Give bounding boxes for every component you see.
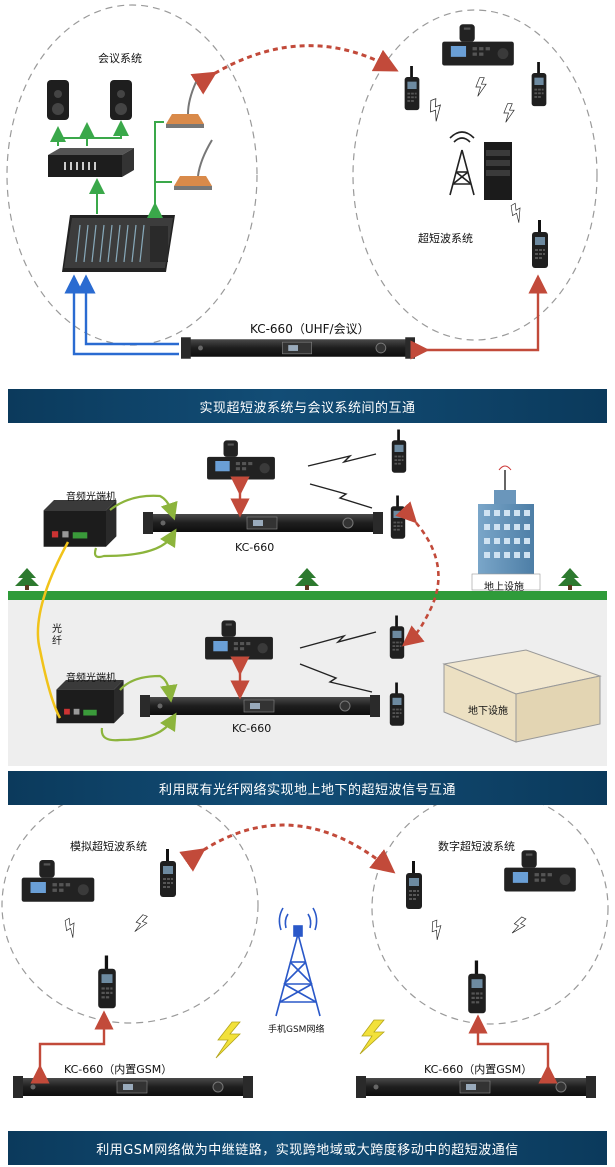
tree-icon xyxy=(15,568,39,590)
speaker-icon xyxy=(47,80,69,120)
microphone-icon xyxy=(174,139,213,190)
audio-fiber-converter-icon xyxy=(43,500,117,547)
kc660-label: KC-660（内置GSM） xyxy=(64,1063,173,1076)
mobile-radio-icon xyxy=(205,620,273,660)
base-station-cabinet-icon xyxy=(484,142,512,200)
handheld-radio-icon xyxy=(389,615,405,659)
handheld-radio-icon xyxy=(160,849,176,897)
digital-system-label: 数字超短波系统 xyxy=(438,840,515,853)
analog-system-circle xyxy=(1,786,259,1024)
handheld-radio-icon xyxy=(391,429,407,473)
mobile-radio-icon xyxy=(207,440,275,480)
handheld-radio-icon xyxy=(406,861,422,909)
underground-facility-icon xyxy=(442,649,602,743)
device-radio-link xyxy=(468,1014,558,1084)
fiber-label: 光纤 xyxy=(52,624,62,647)
fiber-cable xyxy=(36,541,70,719)
audio-fiber-converter-icon xyxy=(56,680,124,724)
speaker-icon xyxy=(110,80,132,120)
underground-label: 地下设施 xyxy=(468,706,508,717)
wireless-signal-icon xyxy=(428,918,446,942)
handheld-radio-icon xyxy=(389,682,405,726)
kc660-label: KC-660（内置GSM） xyxy=(424,1063,533,1076)
wireless-signal-icon xyxy=(509,914,529,938)
above-underground-link xyxy=(395,501,440,647)
wireless-signal-icon xyxy=(132,912,150,936)
device-radio-link xyxy=(410,274,548,360)
handheld-radio-icon xyxy=(468,960,486,1014)
section-banner: 利用既有光纤网络实现地上地下的超短波信号互通 xyxy=(8,771,607,805)
kc660-label: KC-660（UHF/会议） xyxy=(250,322,370,336)
converter-device-link xyxy=(93,494,178,742)
meeting-system-label: 会议系统 xyxy=(98,52,142,65)
wireless-signal-icon xyxy=(503,103,515,123)
vhf-system-circle xyxy=(352,9,598,341)
kc660-device xyxy=(181,337,415,359)
wireless-signal-icon xyxy=(507,201,527,225)
tree-icon xyxy=(295,568,319,590)
tree-icon xyxy=(558,568,582,590)
handheld-radio-icon xyxy=(98,955,116,1009)
kc660-label: KC-660 xyxy=(232,722,272,735)
ground-line xyxy=(8,591,607,600)
handheld-radio-icon xyxy=(532,220,548,268)
amplifier-icon xyxy=(48,148,134,177)
section-banner: 实现超短波系统与会议系统间的互通 xyxy=(8,389,607,423)
mobile-radio-icon xyxy=(21,860,95,902)
converter-label: 音频光端机 xyxy=(66,492,116,503)
kc660-device xyxy=(140,695,380,717)
gsm-network-label: 手机GSM网络 xyxy=(268,1025,325,1035)
gsm-signal-icon xyxy=(215,1019,386,1059)
kc660-device xyxy=(356,1076,596,1098)
gsm-tower-icon xyxy=(275,907,321,1017)
handheld-radio-icon xyxy=(390,495,406,539)
microphone-icon xyxy=(166,81,204,128)
device-radio-link xyxy=(30,1010,114,1084)
radio-tower-icon xyxy=(449,131,475,196)
mobile-radio-icon xyxy=(442,24,514,66)
wireless-signal-icon xyxy=(475,77,487,97)
analog-digital-link-arrow xyxy=(179,823,396,874)
kc660-device xyxy=(12,1076,254,1098)
handheld-radio-icon xyxy=(404,66,420,111)
above-ground-label: 地上设施 xyxy=(484,582,524,593)
kc660-label: KC-660 xyxy=(235,541,275,554)
section-banner: 利用GSM网络做为中继链路，实现跨地域或大跨度移动中的超短波通信 xyxy=(8,1131,607,1165)
wireless-signal-icon xyxy=(299,453,377,693)
kc660-device xyxy=(143,512,383,534)
wireless-signal-icon xyxy=(426,97,446,123)
analog-system-label: 模拟超短波系统 xyxy=(70,840,147,853)
mixer-console-icon xyxy=(62,215,175,272)
handheld-radio-icon xyxy=(531,62,547,107)
mobile-radio-icon xyxy=(504,850,576,892)
vhf-system-label: 超短波系统 xyxy=(418,232,473,245)
converter-label: 音频光端机 xyxy=(66,673,116,684)
wireless-signal-icon xyxy=(61,916,81,940)
building-icon xyxy=(471,465,541,591)
audio-link-arrows xyxy=(50,120,172,218)
device-mixer-link xyxy=(64,274,179,356)
meeting-vhf-link-arrow xyxy=(190,44,399,95)
